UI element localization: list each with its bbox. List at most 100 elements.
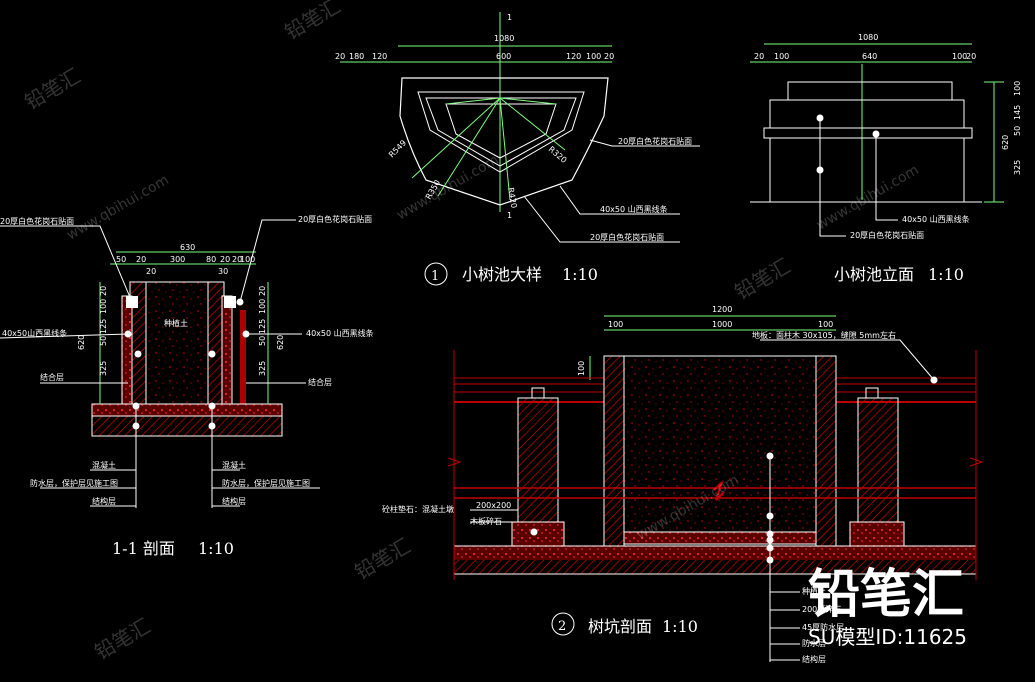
pit-layer-5: 结构层 <box>802 654 826 664</box>
sec-dim-1: 50 <box>116 255 126 264</box>
watermark-brand-3: 铅笔汇 <box>731 254 795 305</box>
sec-dim-8: 100 <box>240 255 255 264</box>
elev-vdim-5: 620 <box>1001 135 1010 150</box>
watermark-model-id: SU模型ID:11625 <box>808 625 967 649</box>
pit-layer-4: 防水层 <box>802 638 826 648</box>
sec-vdim-r2: 100 <box>258 299 267 314</box>
detail2-title: 树坑剖面 <box>588 617 652 636</box>
elev-note-2: 20厚白色花岗石贴面 <box>850 230 924 240</box>
elev-dim-5: 20 <box>966 52 976 61</box>
detail2-number: 2 <box>558 619 566 634</box>
sec-vdim-l1: 20 <box>99 286 108 296</box>
sec-right-note-1: 20厚白色花岗石贴面 <box>298 214 372 224</box>
sec-dim-2: 20 <box>136 255 146 264</box>
watermark-brand-1: 铅笔汇 <box>21 64 85 115</box>
elev-vdim-1: 100 <box>1013 81 1022 96</box>
pit-layer-1: 种植土 <box>802 586 826 596</box>
sec-left-note-1: 20厚白色花岗石贴面 <box>0 216 74 226</box>
plan-dim-4: 600 <box>496 52 511 61</box>
pit-left-note-1: 砼柱垫石：混凝土墩 <box>382 504 454 514</box>
elevation-scale: 1:10 <box>928 265 964 284</box>
sec-vdim-l2: 100 <box>99 299 108 314</box>
tree-pit-section: 1200 100 1000 100 100 <box>382 305 984 664</box>
sec-vdim-l4: 50 <box>99 336 108 346</box>
sec-left-note-2: 40x50山西黑线条 <box>2 328 67 338</box>
sec-bottom-right-1: 混凝土 <box>222 460 246 470</box>
elev-dim-2: 100 <box>774 52 789 61</box>
sec-vdim-l6: 620 <box>77 335 86 350</box>
radius-420: R420 <box>506 187 518 209</box>
elev-vdim-4: 325 <box>1013 160 1022 175</box>
plan-dim-7: 20 <box>604 52 614 61</box>
watermark-brand-2: 铅笔汇 <box>281 0 345 44</box>
elev-note-1: 40x50 山西黑线条 <box>902 214 970 224</box>
elev-dim-total: 1080 <box>858 33 878 42</box>
fill-label: 种植土 <box>164 318 188 328</box>
pit-layer-3: 45厚防水层 <box>802 622 844 632</box>
sec-vdim-r4: 50 <box>258 336 267 346</box>
sec-dim-4: 300 <box>170 255 185 264</box>
sec-dim-9: 30 <box>218 267 228 276</box>
sec-vdim-r5: 325 <box>258 361 267 376</box>
plan-note-1: 20厚白色花岗石贴面 <box>618 136 692 146</box>
detail1-title: 小树池大样 <box>462 265 542 284</box>
pit-dim-left: 100 <box>577 361 586 376</box>
detail2-scale: 1:10 <box>662 617 698 636</box>
deck-note: 地板：面柱木 30x105，缝隙 5mm左右 <box>752 330 896 340</box>
radius-549: R549 <box>387 138 408 159</box>
sec-vdim-r1: 20 <box>258 286 267 296</box>
section-mark-top: 1 <box>507 13 512 22</box>
plan-dim-3: 120 <box>372 52 387 61</box>
section-mark-bottom: 1 <box>507 211 512 220</box>
detail1-scale: 1:10 <box>562 265 598 284</box>
sec-vdim-r6: 620 <box>276 335 285 350</box>
elev-vdim-2: 145 <box>1013 105 1022 120</box>
sec-bottom-right-2: 防水层，保护层见施工图 <box>222 478 310 488</box>
sec-dim-7: 20 <box>232 255 242 264</box>
sec-right-note-3: 结合层 <box>308 377 332 387</box>
pit-dim-3: 100 <box>818 320 833 329</box>
elev-dim-1: 20 <box>754 52 764 61</box>
plan-note-2: 40x50 山西黑线条 <box>600 204 668 214</box>
sec-bottom-left-3: 结构层 <box>92 496 116 506</box>
plan-note-3: 20厚白色花岗石贴面 <box>590 232 664 242</box>
plan-dim-2: 180 <box>349 52 364 61</box>
sec-vdim-r3: 125 <box>258 319 267 334</box>
sec-vdim-l5: 325 <box>99 361 108 376</box>
sec-left-note-3: 结合层 <box>40 372 64 382</box>
section-1-1: 630 50 20 20 300 80 20 20 100 30 种植土 20 … <box>0 214 374 558</box>
tree-pit-elevation: 1080 20 100 640 100 20 100 145 50 325 62… <box>750 33 1022 284</box>
pit-left-note-3: 木板碎石 <box>470 516 502 526</box>
tree-pit-plan: 1 1 1080 20 180 120 600 120 100 20 R549 … <box>335 12 700 286</box>
watermark-brand: 铅笔汇 <box>808 565 964 625</box>
pit-dim-total: 1200 <box>712 305 732 314</box>
radius-320: R320 <box>547 145 569 165</box>
watermark-brand-5: 铅笔汇 <box>351 534 415 585</box>
sec-bottom-left-1: 混凝土 <box>92 460 116 470</box>
watermark-brand-4: 铅笔汇 <box>91 614 155 665</box>
pit-left-note-2: 200x200 <box>476 501 511 510</box>
sec-vdim-l3: 125 <box>99 319 108 334</box>
sec-dim-5: 80 <box>206 255 216 264</box>
pit-layer-2: 200厚碎石 <box>802 604 841 614</box>
section-title: 1-1 剖面 <box>112 539 175 558</box>
elev-vdim-3: 50 <box>1013 126 1022 136</box>
plan-dim-total: 1080 <box>494 34 514 43</box>
elev-dim-3: 640 <box>862 52 877 61</box>
plan-dim-1: 20 <box>335 52 345 61</box>
section-scale: 1:10 <box>198 539 234 558</box>
sec-dim-total: 630 <box>180 243 195 252</box>
watermark-site-1: www.qbihui.com <box>64 172 172 243</box>
pit-dim-2: 1000 <box>712 320 732 329</box>
plan-dim-5: 120 <box>566 52 581 61</box>
sec-right-note-2: 40x50 山西黑线条 <box>306 328 374 338</box>
sec-bottom-left-2: 防水层，保护层见施工图 <box>30 478 118 488</box>
sec-bottom-right-3: 结构层 <box>222 496 246 506</box>
pit-dim-1: 100 <box>608 320 623 329</box>
elevation-title: 小树池立面 <box>834 265 914 284</box>
sec-dim-3: 20 <box>146 267 156 276</box>
plan-dim-6: 100 <box>586 52 601 61</box>
watermark-site-2: www.qbihui.com <box>394 152 502 223</box>
elev-dim-4: 100 <box>952 52 967 61</box>
